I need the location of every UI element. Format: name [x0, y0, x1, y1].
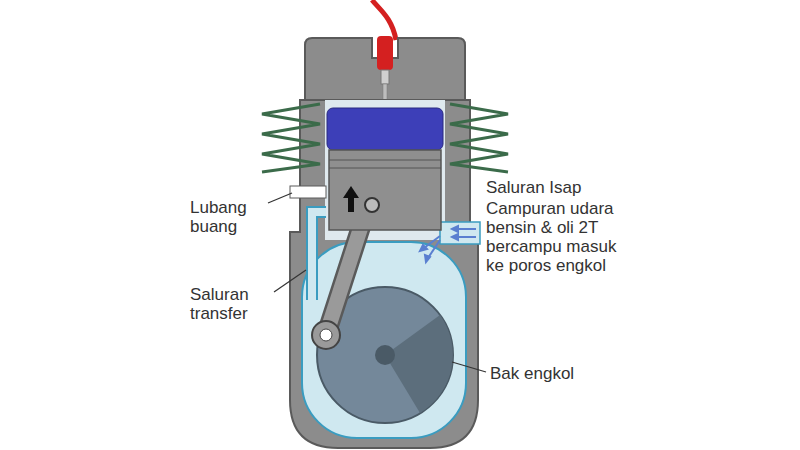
motion-arrow [343, 186, 359, 212]
flow-arrows [420, 226, 476, 262]
part-label: Saluran Isap [486, 178, 646, 197]
part-label: Saluran transfer [190, 285, 272, 323]
engine-housing [290, 100, 478, 448]
leader-line [274, 270, 306, 292]
plug-wire [372, 0, 396, 40]
cooling-fins [450, 104, 508, 172]
plug-stem [381, 70, 389, 84]
piston-ring [329, 168, 441, 169]
note-label: Campuran udara bensin & oli 2T bercampu … [486, 199, 636, 275]
big-end [312, 321, 340, 349]
crank-shaft [375, 345, 395, 365]
part-label: Bak engkol [490, 364, 610, 383]
intake-channel [440, 222, 480, 244]
transfer-channel [312, 212, 326, 300]
cooling-fins [262, 104, 320, 172]
piston-ring [329, 160, 441, 161]
piston [329, 150, 441, 230]
counterweight [385, 315, 453, 413]
crankcase-cavity [302, 242, 466, 438]
piston-pin [365, 198, 379, 212]
part-label: Lubang buang [190, 198, 266, 236]
plug-boot [377, 36, 393, 70]
cylinder-bore [325, 100, 445, 240]
exhaust-port [290, 186, 326, 198]
crank-pin [320, 329, 332, 341]
transfer-channel [312, 212, 326, 300]
leader-line [268, 193, 292, 203]
combustion-chamber [327, 108, 443, 150]
leader-line [452, 362, 486, 372]
